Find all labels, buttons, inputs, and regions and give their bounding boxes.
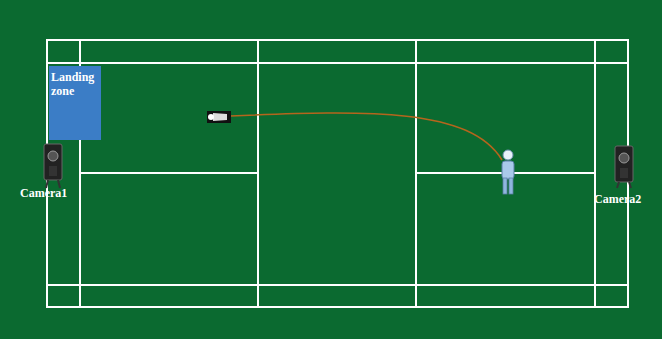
camera-label: Camera2 <box>594 192 641 206</box>
zone-label: Landing zone <box>51 70 99 98</box>
court-lines <box>47 40 628 307</box>
camera-symbol <box>44 144 62 188</box>
trajectory <box>230 113 502 160</box>
landing-zone: Landing zone <box>49 66 101 140</box>
player <box>502 150 514 194</box>
camera-label: Camera1 <box>20 186 67 200</box>
shuttlecock <box>207 111 231 123</box>
camera-symbol <box>615 146 633 188</box>
